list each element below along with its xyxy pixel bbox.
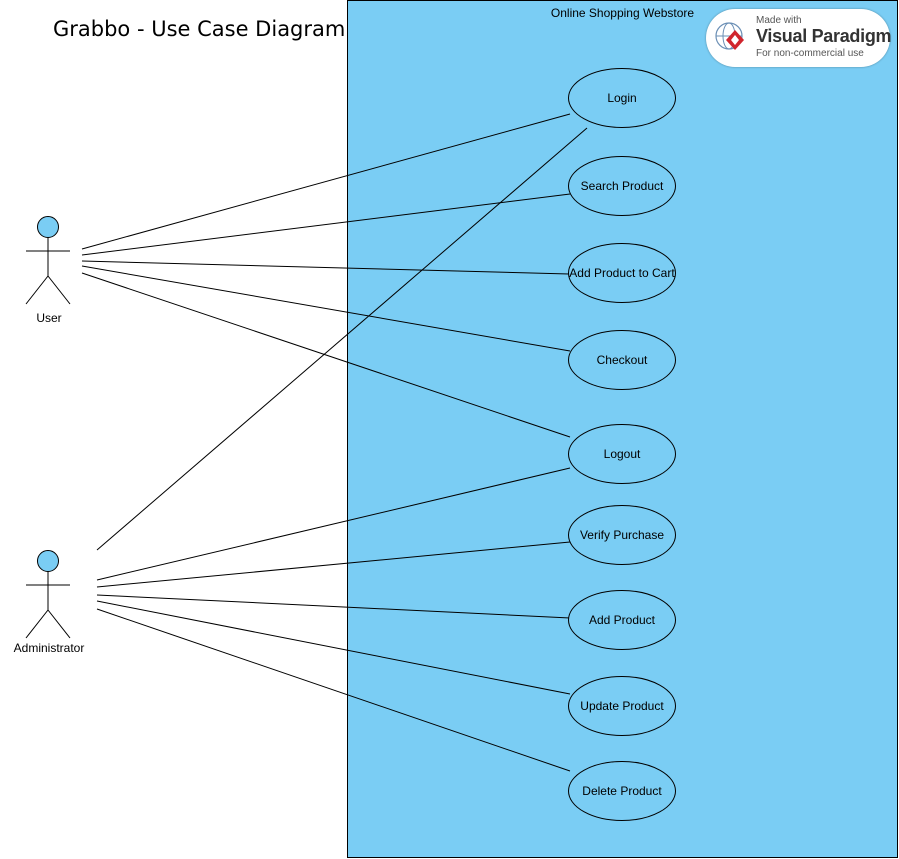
- association-admin-verify: [96, 541, 571, 588]
- use-case-label-addcart: Add Product to Cart: [569, 266, 675, 280]
- use-case-label-verify: Verify Purchase: [579, 528, 665, 542]
- use-case-login[interactable]: [568, 68, 676, 128]
- use-cases: [568, 68, 676, 821]
- actor-head-user: [37, 216, 59, 238]
- association-user-addcart: [81, 260, 570, 275]
- use-case-label-login: Login: [607, 91, 637, 105]
- association-admin-addprod: [96, 594, 571, 619]
- watermark-line2: For non-commercial use: [756, 48, 864, 59]
- actor-head-admin: [37, 550, 59, 572]
- actor-left-leg-admin: [25, 609, 49, 639]
- use-case-update[interactable]: [568, 676, 676, 736]
- use-case-addprod[interactable]: [568, 590, 676, 650]
- watermark-brand: Visual Paradigm: [756, 26, 892, 46]
- system-label: Online Shopping Webstore: [550, 6, 695, 20]
- use-case-label-addprod: Add Product: [588, 613, 656, 627]
- use-case-label-checkout: Checkout: [596, 353, 648, 367]
- actor-label-administrator: Administrator: [13, 641, 85, 655]
- actors: [25, 216, 71, 639]
- visual-paradigm-logo-icon: [715, 22, 744, 50]
- use-case-logout[interactable]: [568, 424, 676, 484]
- use-case-checkout[interactable]: [568, 330, 676, 390]
- actor-admin[interactable]: [25, 550, 71, 639]
- diagram-title: Grabbo - Use Case Diagram: [53, 17, 346, 41]
- use-case-label-delete: Delete Product: [582, 784, 662, 798]
- use-case-label-search: Search Product: [580, 179, 664, 193]
- association-user-checkout: [81, 265, 571, 352]
- use-case-search[interactable]: [568, 156, 676, 216]
- association-user-search: [81, 193, 571, 256]
- use-case-verify[interactable]: [568, 505, 676, 565]
- watermark-line1: Made with: [756, 15, 802, 26]
- actor-label-user: User: [36, 311, 62, 325]
- use-case-addcart[interactable]: [568, 243, 676, 303]
- use-case-label-logout: Logout: [603, 447, 641, 461]
- use-case-label-update: Update Product: [580, 699, 664, 713]
- use-case-delete[interactable]: [568, 761, 676, 821]
- association-user-logout: [81, 272, 571, 438]
- association-admin-login: [96, 127, 588, 551]
- association-user-login: [81, 113, 571, 250]
- actor-right-leg-admin: [47, 609, 71, 639]
- association-lines: [81, 113, 588, 772]
- actor-right-leg-user: [47, 275, 71, 305]
- association-admin-update: [96, 600, 571, 695]
- actor-left-leg-user: [25, 275, 49, 305]
- association-admin-delete: [96, 608, 571, 772]
- association-admin-logout: [96, 467, 571, 581]
- actor-user[interactable]: [25, 216, 71, 305]
- visual-paradigm-watermark: Made with Visual Paradigm For non-commer…: [706, 9, 892, 67]
